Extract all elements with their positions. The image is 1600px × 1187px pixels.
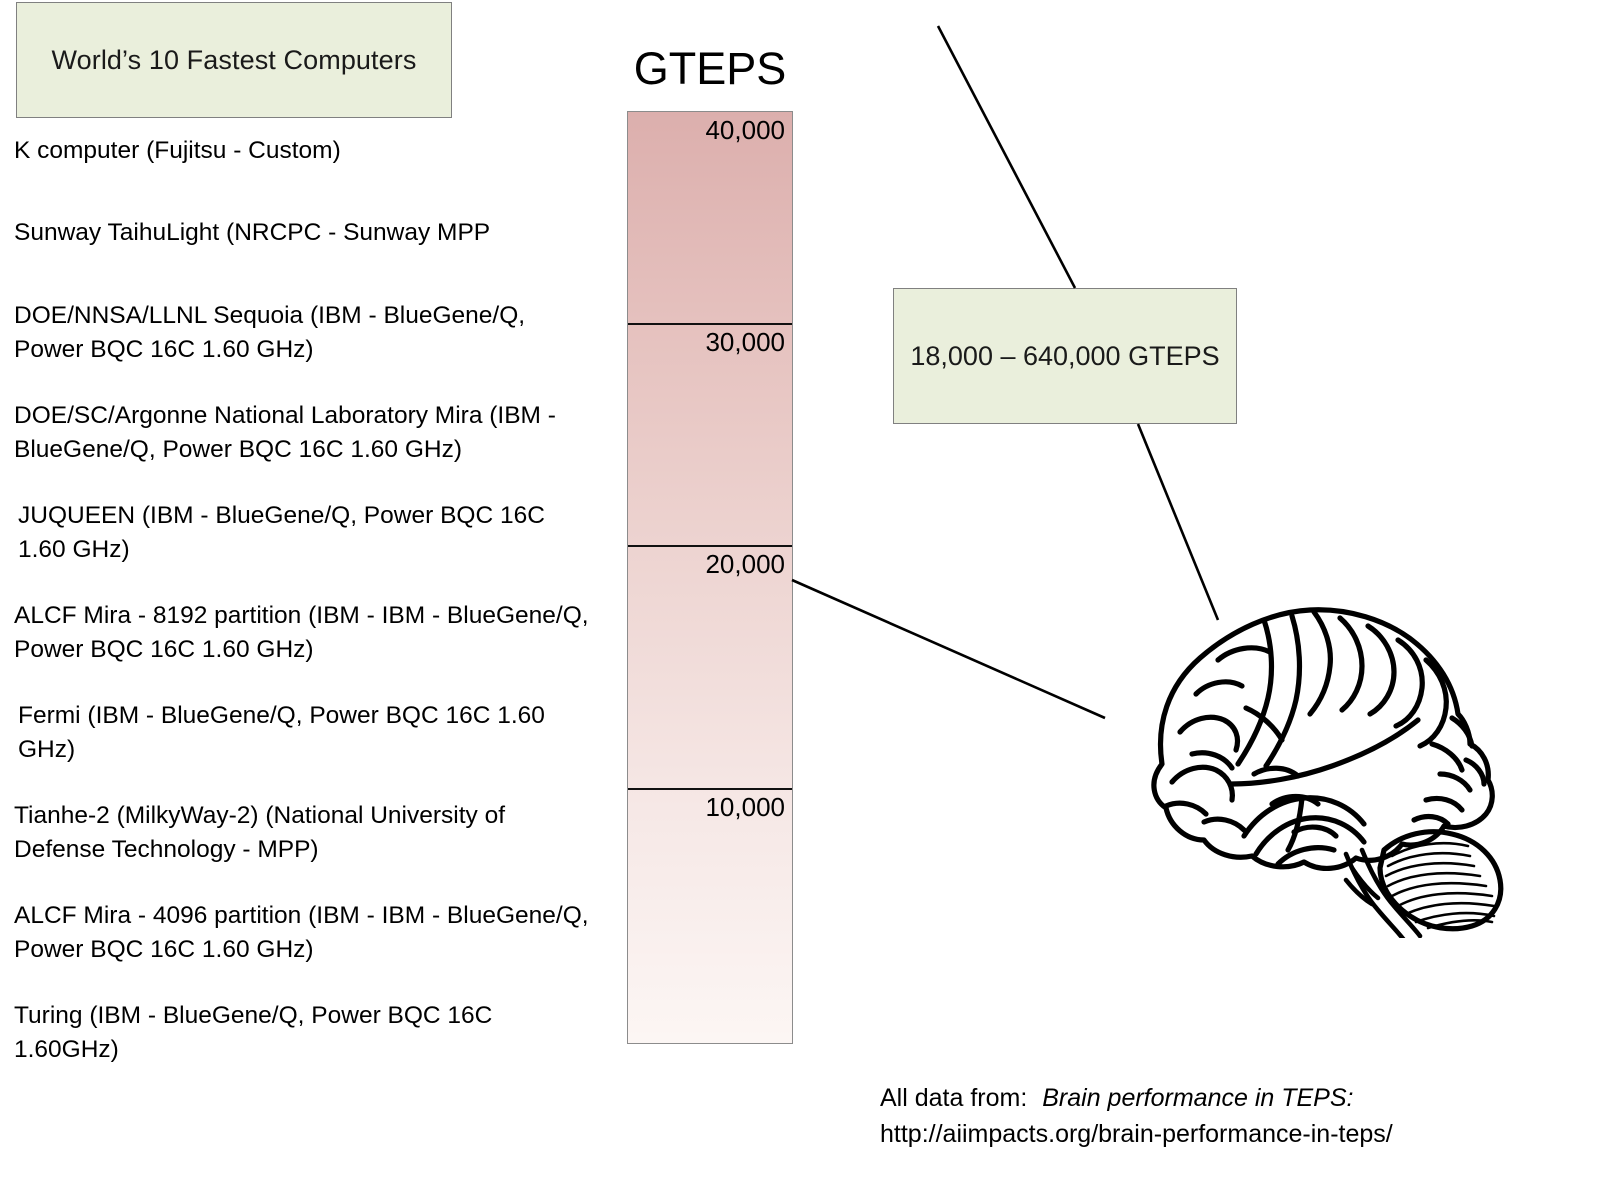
list-item: ALCF Mira - 4096 partition (IBM - IBM - … <box>14 902 589 963</box>
tick-label-30000: 30,000 <box>705 327 785 357</box>
source-title: Brain performance in TEPS: <box>1042 1084 1354 1112</box>
source-url: http://aiimpacts.org/brain-performance-i… <box>880 1120 1393 1148</box>
tick-label-40000: 40,000 <box>705 115 785 145</box>
list-item: DOE/NNSA/LLNL Sequoia (IBM - BlueGene/Q,… <box>14 302 526 363</box>
brain-illustration <box>1151 607 1504 938</box>
tick-label-20000: 20,000 <box>705 549 785 579</box>
source-line-1: All data from: Brain performance in TEPS… <box>880 1080 1580 1116</box>
list-item: K computer (Fujitsu - Custom) <box>14 137 341 164</box>
tick-line-10000 <box>628 788 792 790</box>
list-item: Turing (IBM - BlueGene/Q, Power BQC 16C … <box>14 1002 493 1063</box>
source-footer: All data from: Brain performance in TEPS… <box>880 1080 1580 1152</box>
tick-line-30000 <box>628 323 792 325</box>
gteps-scale-bar: 40,000 30,000 20,000 10,000 <box>627 111 793 1044</box>
brain-range-label: 18,000 – 640,000 GTEPS <box>910 340 1220 371</box>
list-item: Tianhe-2 (MilkyWay-2) (National Universi… <box>14 802 506 863</box>
list-item: DOE/SC/Argonne National Laboratory Mira … <box>14 402 556 463</box>
list-item: Fermi (IBM - BlueGene/Q, Power BQC 16C 1… <box>18 702 545 763</box>
list-item: ALCF Mira - 8192 partition (IBM - IBM - … <box>14 602 589 663</box>
title-callout-box: World’s 10 Fastest Computers <box>16 2 452 118</box>
tick-line-20000 <box>628 545 792 547</box>
tick-label-10000: 10,000 <box>705 792 785 822</box>
list-item: JUQUEEN (IBM - BlueGene/Q, Power BQC 16C… <box>18 502 545 563</box>
leader-line-top <box>936 25 1077 289</box>
leader-line-bar-to-brain <box>791 578 1106 720</box>
fastest-computers-list: K computer (Fujitsu - Custom) Sunway Tai… <box>0 126 600 1067</box>
page-title: World’s 10 Fastest Computers <box>51 44 417 75</box>
list-item: Sunway TaihuLight (NRCPC - Sunway MPP <box>14 219 491 246</box>
gteps-axis-title: GTEPS <box>633 43 787 94</box>
brain-range-callout-box: 18,000 – 640,000 GTEPS <box>893 288 1237 424</box>
source-prefix: All data from: <box>880 1084 1028 1112</box>
